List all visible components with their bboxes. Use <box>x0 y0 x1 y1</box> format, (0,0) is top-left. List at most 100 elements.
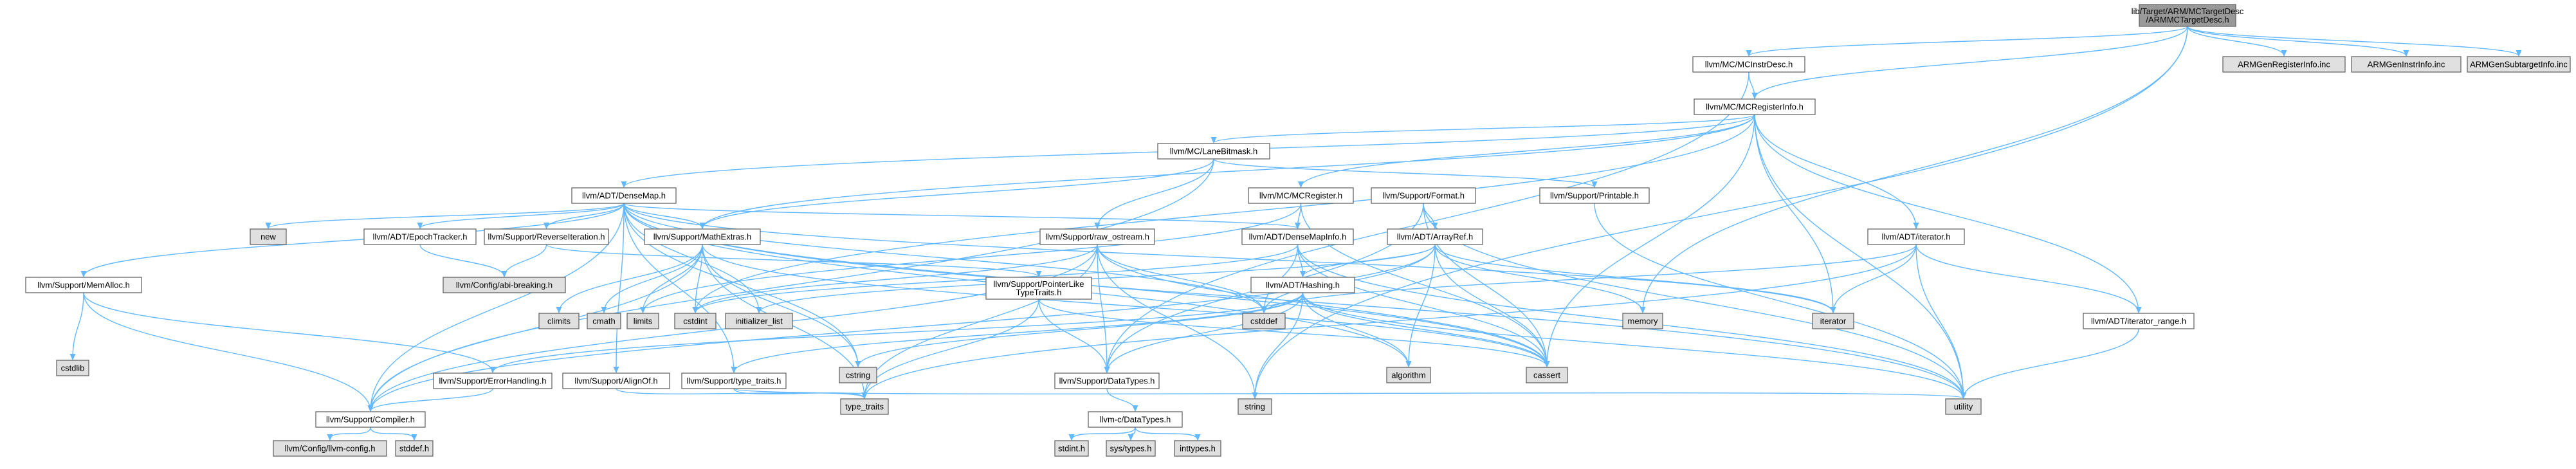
edge-densemap-to-cstring <box>623 203 858 367</box>
edge-ptrlike-to-datatypes <box>1038 299 1107 372</box>
node-mcreginfo[interactable]: llvm/MC/MCRegisterInfo.h <box>1694 98 1816 115</box>
node-typetraitsh[interactable]: llvm/Support/type_traits.h <box>681 372 787 389</box>
node-mcregister[interactable]: llvm/MC/MCRegister.h <box>1248 187 1354 204</box>
edge-root-to-geninstr <box>2187 26 2406 56</box>
edge-root-to-gensub <box>2187 26 2519 56</box>
node-box <box>562 372 670 389</box>
node-label: llvm/Support/Compiler.h <box>326 415 415 425</box>
node-initlist: initializer_list <box>725 313 793 329</box>
node-compiler[interactable]: llvm/Support/Compiler.h <box>315 411 426 428</box>
node-box <box>1386 367 1431 383</box>
node-errhandling[interactable]: llvm/Support/ErrorHandling.h <box>433 372 553 389</box>
edge-iteratorh-to-typetraits <box>864 244 1917 398</box>
node-mcinstrdesc[interactable]: llvm/MC/MCInstrDesc.h <box>1692 56 1805 73</box>
node-memalloc[interactable]: llvm/Support/MemAlloc.h <box>25 277 142 293</box>
edge-mcreginfo-to-cassert <box>1547 114 1755 367</box>
node-systypes: sys/types.h <box>1106 440 1156 457</box>
node-label: iterator <box>1820 317 1847 326</box>
edge-cdatatypes-to-systypes <box>1131 427 1136 440</box>
node-rawostream[interactable]: llvm/Support/raw_ostream.h <box>1039 228 1155 245</box>
node-label: llvm/Support/DataTypes.h <box>1059 376 1155 386</box>
node-cassert: cassert <box>1526 367 1568 383</box>
node-llvmconfig: llvm/Config/llvm-config.h <box>273 440 387 457</box>
node-iterrange[interactable]: llvm/ADT/iterator_range.h <box>2083 313 2195 329</box>
node-mathextras[interactable]: llvm/Support/MathExtras.h <box>644 228 761 245</box>
edge-densemap-to-reverseiter <box>547 203 625 228</box>
node-box <box>681 372 787 389</box>
node-layer: lib/Target/ARM/MCTargetDesc/ARMMCTargetD… <box>25 4 2571 457</box>
edge-arrayref-to-algorithm <box>1409 244 1436 367</box>
node-reverseiter[interactable]: llvm/Support/ReverseIteration.h <box>484 228 609 245</box>
node-label: TypeTraits.h <box>1016 288 1061 297</box>
node-label: llvm/MC/MCRegisterInfo.h <box>1706 102 1804 112</box>
node-label: llvm/Support/PointerLike <box>994 279 1084 289</box>
node-label: initializer_list <box>735 317 783 326</box>
node-format[interactable]: llvm/Support/Format.h <box>1371 187 1476 204</box>
node-label: ARMGenSubtargetInfo.inc <box>2470 60 2568 69</box>
node-box <box>273 440 387 457</box>
node-printable[interactable]: llvm/Support/Printable.h <box>1539 187 1650 204</box>
node-label: new <box>260 232 276 242</box>
node-box <box>1694 98 1816 115</box>
node-label: llvm/MC/MCInstrDesc.h <box>1705 60 1793 69</box>
node-label: llvm/Support/AlignOf.h <box>574 376 657 386</box>
node-densemapinfo[interactable]: llvm/ADT/DenseMapInfo.h <box>1241 228 1354 245</box>
node-epoch[interactable]: llvm/ADT/EpochTracker.h <box>363 228 477 245</box>
node-box <box>1174 440 1221 457</box>
edge-hashing-to-errhandling <box>493 292 1304 372</box>
edge-typetraitsh-to-typetraits <box>733 388 864 398</box>
node-arrayref[interactable]: llvm/ADT/ArrayRef.h <box>1387 228 1483 245</box>
node-box <box>2351 56 2462 73</box>
edge-rawostream-to-datatypes <box>1097 244 1107 372</box>
node-box <box>56 360 89 376</box>
edge-densemap-to-new <box>268 203 625 228</box>
edge-rawostream-to-cstddef <box>1097 244 1264 313</box>
node-box <box>433 372 553 389</box>
node-algorithm: algorithm <box>1386 367 1431 383</box>
edge-errhandling-to-compiler <box>370 388 493 411</box>
node-label: cstdlib <box>61 363 85 373</box>
edge-hashing-to-typetraitsh <box>734 292 1304 372</box>
node-box <box>1088 411 1183 428</box>
node-box <box>725 313 793 329</box>
node-datatypes[interactable]: llvm/Support/DataTypes.h <box>1054 372 1160 389</box>
node-lanebitmask[interactable]: llvm/MC/LaneBitmask.h <box>1157 143 1270 160</box>
node-box <box>1387 228 1483 245</box>
node-box <box>1945 398 1982 415</box>
edge-memalloc-to-cstdlib <box>73 292 84 360</box>
node-geninstr: ARMGenInstrInfo.inc <box>2351 56 2462 73</box>
edge-arrayref-to-cassert <box>1434 244 1547 367</box>
node-alignof[interactable]: llvm/Support/AlignOf.h <box>562 372 670 389</box>
node-cdatatypes[interactable]: llvm-c/DataTypes.h <box>1088 411 1183 428</box>
node-box <box>839 367 877 383</box>
edge-iteratorh-to-iterator <box>1833 244 1917 313</box>
node-label: utility <box>1954 402 1973 412</box>
edge-densemap-to-alignof <box>616 203 625 372</box>
node-box <box>395 440 434 457</box>
edge-format-to-cassert <box>1423 203 1547 367</box>
node-label: limits <box>634 317 653 326</box>
edge-root-to-mcreginfo <box>1755 26 2188 98</box>
node-root[interactable]: lib/Target/ARM/MCTargetDesc/ARMMCTargetD… <box>2132 4 2244 27</box>
node-hashing[interactable]: llvm/ADT/Hashing.h <box>1250 277 1355 293</box>
node-label: climits <box>547 317 571 326</box>
edge-arrayref-to-initlist <box>759 244 1436 313</box>
edge-densemap-to-memalloc <box>84 203 625 277</box>
edge-root-to-string <box>1255 26 2188 398</box>
edge-mcinstrdesc-to-mcreginfo <box>1748 71 1755 98</box>
edge-mathextras-to-cstring <box>702 244 858 367</box>
edge-memalloc-to-errhandling <box>83 292 493 372</box>
edge-densemap-to-compiler <box>370 203 625 411</box>
node-label: stdint.h <box>1058 444 1085 454</box>
node-box <box>538 313 580 329</box>
edge-mcreginfo-to-cstdint <box>695 114 1755 313</box>
edge-iteratorh-to-utility <box>1915 244 1964 398</box>
node-box <box>2467 56 2571 73</box>
node-iteratorh[interactable]: llvm/ADT/iterator.h <box>1867 228 1965 245</box>
node-densemap[interactable]: llvm/ADT/DenseMap.h <box>571 187 677 204</box>
node-label: lib/Target/ARM/MCTargetDesc <box>2132 6 2244 16</box>
node-string: string <box>1238 398 1272 415</box>
edge-root-to-memory <box>1643 26 2188 313</box>
